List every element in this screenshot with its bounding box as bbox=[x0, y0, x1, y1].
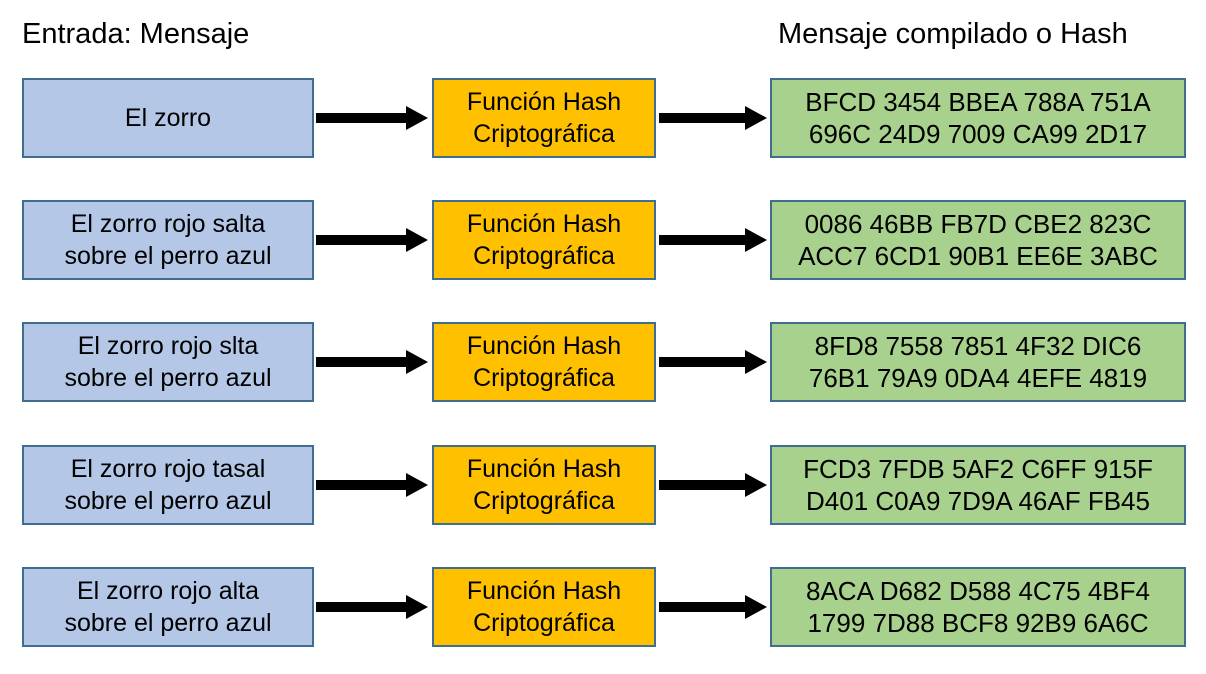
hash-output-line-2: 76B1 79A9 0DA4 4EFE 4819 bbox=[808, 363, 1148, 393]
hash-function-box: Función Hash Criptográfica bbox=[432, 567, 656, 647]
hash-function-box: Función Hash Criptográfica bbox=[432, 445, 656, 525]
hash-output-line-2: 696C 24D9 7009 CA99 2D17 bbox=[808, 119, 1148, 149]
input-message-box: El zorro rojo tasal sobre el perro azul bbox=[22, 445, 314, 525]
arrow-shaft bbox=[659, 480, 747, 490]
arrow-shaft bbox=[316, 357, 408, 367]
hash-function-line-1: Función Hash bbox=[466, 455, 622, 483]
hash-function-line-1: Función Hash bbox=[466, 577, 622, 605]
input-message-line-1: El zorro bbox=[124, 104, 212, 132]
hash-output-line-1: 8FD8 7558 7851 4F32 DIC6 bbox=[814, 331, 1142, 361]
hash-output-line-1: 8ACA D682 D588 4C75 4BF4 bbox=[806, 576, 1150, 606]
input-message-line-2: sobre el perro azul bbox=[64, 364, 272, 392]
hash-function-line-2: Criptográfica bbox=[473, 120, 615, 148]
arrow-head bbox=[406, 595, 428, 619]
hash-output-line-2: D401 C0A9 7D9A 46AF FB45 bbox=[806, 486, 1150, 516]
hash-function-line-2: Criptográfica bbox=[473, 364, 615, 392]
arrow-head bbox=[745, 595, 767, 619]
hash-output-box: 8ACA D682 D588 4C75 4BF4 1799 7D88 BCF8 … bbox=[770, 567, 1186, 647]
arrow-head bbox=[745, 350, 767, 374]
hash-function-box: Función Hash Criptográfica bbox=[432, 322, 656, 402]
input-message-line-1: El zorro rojo salta bbox=[70, 210, 266, 238]
hash-function-line-2: Criptográfica bbox=[473, 487, 615, 515]
arrow-shaft bbox=[659, 113, 747, 123]
hash-output-line-1: BFCD 3454 BBEA 788A 751A bbox=[805, 87, 1151, 117]
arrow-head bbox=[406, 350, 428, 374]
arrow-head bbox=[745, 228, 767, 252]
input-column-header: Entrada: Mensaje bbox=[22, 18, 250, 50]
arrow-head bbox=[745, 106, 767, 130]
arrow-shaft bbox=[659, 235, 747, 245]
arrow-shaft bbox=[316, 480, 408, 490]
arrow-head bbox=[406, 473, 428, 497]
hash-output-line-1: FCD3 7FDB 5AF2 C6FF 915F bbox=[803, 454, 1153, 484]
hash-output-box: FCD3 7FDB 5AF2 C6FF 915F D401 C0A9 7D9A … bbox=[770, 445, 1186, 525]
hash-output-line-2: 1799 7D88 BCF8 92B9 6A6C bbox=[807, 608, 1149, 638]
hash-function-line-1: Función Hash bbox=[466, 210, 622, 238]
arrow-shaft bbox=[316, 602, 408, 612]
arrow-shaft bbox=[659, 357, 747, 367]
input-message-box: El zorro bbox=[22, 78, 314, 158]
input-message-line-1: El zorro rojo slta bbox=[77, 332, 259, 360]
arrow-shaft bbox=[316, 113, 408, 123]
input-message-line-1: El zorro rojo alta bbox=[76, 577, 260, 605]
arrow-shaft bbox=[659, 602, 747, 612]
hash-function-line-1: Función Hash bbox=[466, 88, 622, 116]
input-message-box: El zorro rojo alta sobre el perro azul bbox=[22, 567, 314, 647]
hash-function-line-2: Criptográfica bbox=[473, 242, 615, 270]
arrow-head bbox=[406, 228, 428, 252]
arrow-shaft bbox=[316, 235, 408, 245]
input-message-box: El zorro rojo salta sobre el perro azul bbox=[22, 200, 314, 280]
hash-output-box: 0086 46BB FB7D CBE2 823C ACC7 6CD1 90B1 … bbox=[770, 200, 1186, 280]
hash-function-box: Función Hash Criptográfica bbox=[432, 78, 656, 158]
hash-function-line-1: Función Hash bbox=[466, 332, 622, 360]
arrow-head bbox=[745, 473, 767, 497]
input-message-line-2: sobre el perro azul bbox=[64, 487, 272, 515]
input-message-line-2: sobre el perro azul bbox=[64, 609, 272, 637]
input-message-line-2: sobre el perro azul bbox=[64, 242, 272, 270]
hash-output-box: BFCD 3454 BBEA 788A 751A 696C 24D9 7009 … bbox=[770, 78, 1186, 158]
output-column-header: Mensaje compilado o Hash bbox=[778, 18, 1128, 50]
hash-function-box: Función Hash Criptográfica bbox=[432, 200, 656, 280]
hash-output-line-1: 0086 46BB FB7D CBE2 823C bbox=[804, 209, 1152, 239]
input-message-line-1: El zorro rojo tasal bbox=[70, 455, 266, 483]
input-message-box: El zorro rojo slta sobre el perro azul bbox=[22, 322, 314, 402]
hash-function-line-2: Criptográfica bbox=[473, 609, 615, 637]
hash-output-box: 8FD8 7558 7851 4F32 DIC6 76B1 79A9 0DA4 … bbox=[770, 322, 1186, 402]
hash-output-line-2: ACC7 6CD1 90B1 EE6E 3ABC bbox=[798, 241, 1158, 271]
arrow-head bbox=[406, 106, 428, 130]
